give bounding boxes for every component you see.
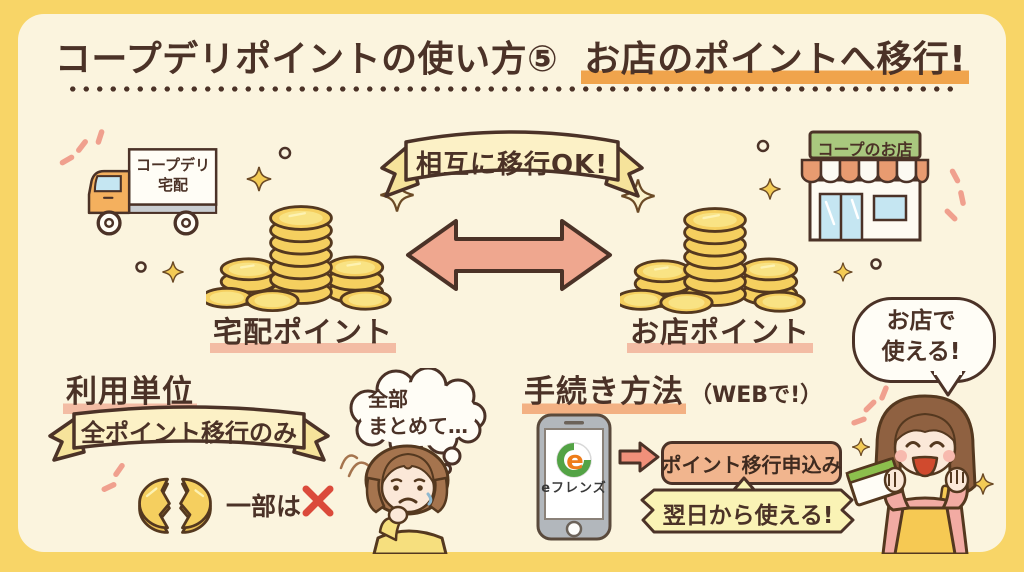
efriends-logo: e [556, 442, 592, 478]
usage-ribbon-label: 全ポイント移行のみ [81, 419, 297, 447]
transfer-ribbon [380, 130, 644, 198]
woman-speech-bubble [852, 297, 996, 383]
svg-text:e: e [566, 446, 584, 476]
truck-sign-line2: 宅配 [157, 176, 188, 195]
happy-woman-illustration [845, 394, 977, 554]
app-name-label: eフレンズ [541, 481, 607, 496]
smartphone: e [536, 413, 612, 541]
nextday-banner-label: 翌日から使える! [662, 503, 834, 529]
web-note: （WEBで!） [690, 383, 823, 408]
thinking-girl-illustration [364, 444, 450, 554]
page-title: コープデリポイントの使い方⑤ お店のポイントへ移行! [0, 30, 1024, 84]
squiggle-icon [339, 454, 371, 478]
store-points-label: お店ポイント [620, 309, 820, 353]
coop-store [800, 130, 930, 242]
title-prefix: コープデリポイントの使い方⑤ [54, 39, 559, 80]
delivery-truck [87, 148, 218, 236]
delivery-coin-pile [206, 205, 392, 313]
title-highlighted: お店のポイントへ移行! [581, 39, 970, 84]
store-sign: コープのお店 [817, 140, 913, 159]
small-arrow-icon [618, 441, 660, 473]
partial-label: 一部は [226, 492, 302, 521]
dot-circle-icons [135, 139, 882, 273]
store-coin-pile [620, 207, 806, 315]
dotted-divider [66, 85, 958, 93]
truck-sign-line1: コープデリ [135, 156, 211, 174]
truck-sign: コープデリ 宅配 [129, 155, 217, 196]
usage-ribbon [48, 405, 330, 462]
procedure-heading: 手続き方法（WEBで!） [522, 366, 823, 414]
nextday-banner [640, 476, 855, 534]
woman-speech-text: お店で 使える! [881, 308, 961, 365]
red-cross-icon [302, 485, 334, 517]
transfer-ribbon-label: 相互に移行OK! [415, 150, 609, 180]
delivery-points-label: 宅配ポイント [203, 309, 403, 353]
apply-box: ポイント移行申込み [661, 441, 842, 485]
broken-coin-icon [138, 477, 212, 534]
speech-bubble-tail [930, 371, 966, 397]
girl-thought-text: 全部 まとめて… [368, 387, 468, 438]
double-arrow-icon [406, 219, 612, 291]
